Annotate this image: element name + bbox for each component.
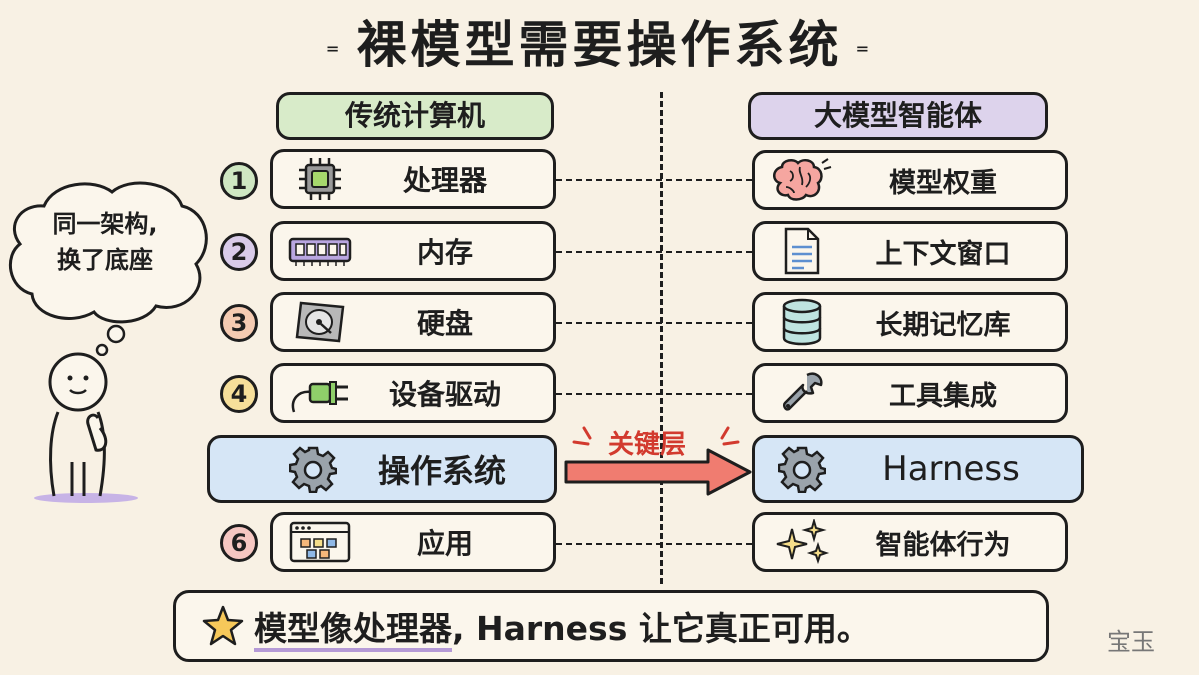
gear-icon [769, 446, 835, 493]
row-connector [556, 543, 752, 545]
row-connector [556, 393, 752, 395]
wrench-icon [769, 370, 835, 416]
left-item-memory: 内存 [270, 221, 556, 281]
row-connector [556, 179, 752, 181]
row-number-4: 4 [220, 375, 258, 413]
summary-text: 模型像处理器, Harness 让它真正可用。 [254, 602, 870, 650]
key-layer-label: 关键层 [608, 430, 687, 460]
left-item-label: 内存 [416, 236, 473, 269]
right-item-label: 智能体行为 [875, 529, 1011, 561]
plug-icon [287, 370, 353, 416]
row-number-1: 1 [220, 162, 258, 200]
right-item-context-window: 上下文窗口 [752, 221, 1068, 281]
cpu-icon [287, 156, 353, 202]
gear-icon [280, 446, 346, 493]
title-decoration-left: ⁼ [325, 39, 357, 69]
thought-line-1: 同一架构, [52, 210, 158, 238]
left-item-label: 操作系统 [377, 452, 506, 490]
right-item-label: 上下文窗口 [875, 238, 1011, 270]
thought-line-2: 换了底座 [57, 246, 153, 274]
right-item-agent-behavior: 智能体行为 [752, 512, 1068, 572]
thinking-figure-icon [34, 352, 138, 503]
right-column-header: 大模型智能体 [748, 92, 1048, 140]
left-item-hard-disk: 硬盘 [270, 292, 556, 352]
right-item-label: Harness [882, 449, 1020, 489]
hard-disk-icon [287, 299, 353, 345]
title-decoration-right: ⁼ [842, 39, 874, 69]
thought-bubble [9, 181, 208, 356]
summary-rest: , Harness 让它真正可用。 [452, 609, 870, 648]
right-item-label: 模型权重 [889, 167, 997, 199]
database-icon [769, 298, 835, 346]
left-item-label: 设备驱动 [388, 378, 501, 411]
summary-banner: 模型像处理器, Harness 让它真正可用。 [173, 590, 1049, 662]
left-item-application: 应用 [270, 512, 556, 572]
document-icon [769, 227, 835, 275]
star-icon [202, 605, 244, 647]
thought-bubble-text: 同一架构, 换了底座 [30, 206, 180, 278]
ram-icon [287, 228, 353, 274]
right-item-model-weights: 模型权重 [752, 150, 1068, 210]
page-title: ⁼ 裸模型需要操作系统 ⁼ [0, 10, 1199, 80]
summary-emphasis: 模型像处理器 [254, 609, 452, 648]
right-item-harness: Harness [752, 435, 1084, 503]
row-number-6: 6 [220, 524, 258, 562]
app-window-icon [287, 519, 353, 565]
right-item-label: 工具集成 [889, 380, 997, 412]
right-item-tool-integration: 工具集成 [752, 363, 1068, 423]
row-number-3: 3 [220, 304, 258, 342]
row-number-2: 2 [220, 233, 258, 271]
left-item-label: 硬盘 [416, 307, 473, 340]
sparkle-icon [769, 519, 835, 565]
right-item-long-term-memory: 长期记忆库 [752, 292, 1068, 352]
left-item-label: 应用 [416, 527, 473, 560]
row-connector [556, 251, 752, 253]
row-connector [556, 322, 752, 324]
right-item-label: 长期记忆库 [875, 309, 1011, 341]
left-item-operating-system: 操作系统 [207, 435, 557, 503]
left-item-processor: 处理器 [270, 149, 556, 209]
key-layer-arrow [564, 426, 752, 496]
left-item-label: 处理器 [402, 164, 487, 197]
left-column-header: 传统计算机 [276, 92, 554, 140]
author-signature: 宝玉 [1107, 628, 1155, 656]
title-text: 裸模型需要操作系统 [356, 16, 843, 74]
center-divider [660, 92, 663, 584]
brain-icon [769, 157, 835, 203]
left-item-device-driver: 设备驱动 [270, 363, 556, 423]
